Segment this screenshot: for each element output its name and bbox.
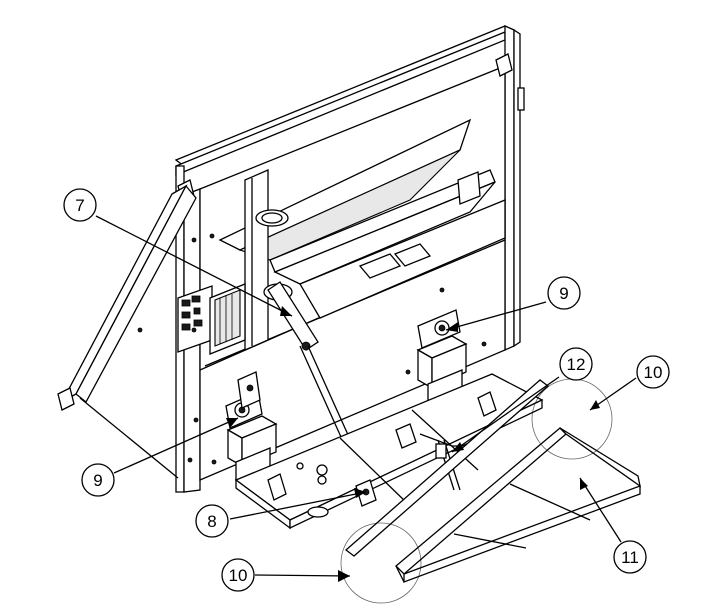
control-box xyxy=(177,283,246,355)
callout-12-label: 12 xyxy=(567,355,586,374)
inner-support xyxy=(244,169,293,351)
base-frame-extension xyxy=(344,379,641,583)
leader-lines xyxy=(95,215,637,582)
callout-11: 11 xyxy=(613,540,647,574)
left-mount xyxy=(225,371,278,481)
base-tray xyxy=(234,373,544,530)
callout-9-top-label: 9 xyxy=(559,284,568,303)
callout-9-top: 9 xyxy=(547,276,581,310)
callout-10-bottom: 10 xyxy=(221,558,255,592)
callout-8-label: 8 xyxy=(207,512,216,531)
callout-11-label: 11 xyxy=(621,548,639,567)
callout-10-right: 10 xyxy=(636,355,670,389)
callout-10-right-label: 10 xyxy=(644,363,663,382)
side-panel xyxy=(57,184,197,479)
callout-7-label: 7 xyxy=(75,196,84,215)
callout-10-bottom-label: 10 xyxy=(229,566,248,585)
callout-7: 7 xyxy=(63,188,97,222)
callout-8: 8 xyxy=(195,504,229,538)
callout-12: 12 xyxy=(559,347,593,381)
fasteners xyxy=(137,233,487,465)
right-mount xyxy=(416,309,468,403)
callout-9-bottom-label: 9 xyxy=(93,471,102,490)
callout-9-bottom: 9 xyxy=(81,463,115,497)
